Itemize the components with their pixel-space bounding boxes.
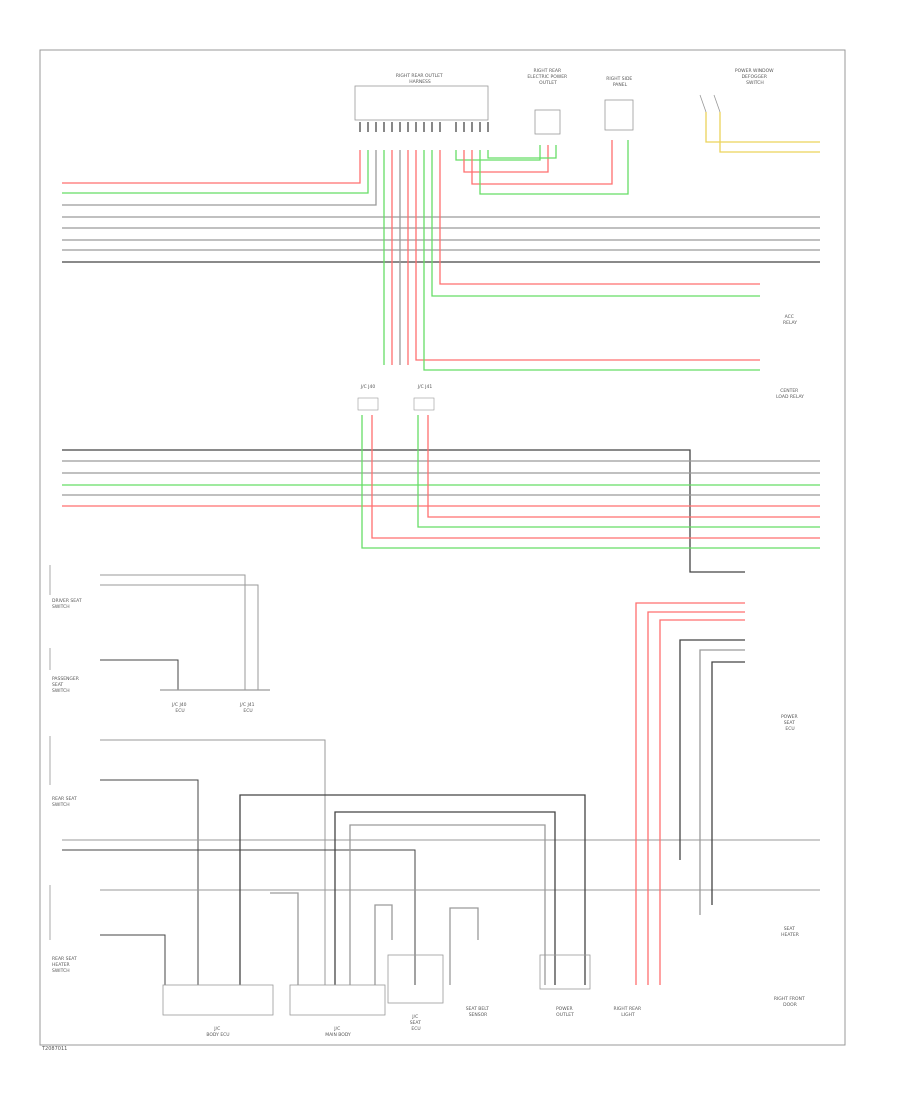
left-switch-label-line: DRIVER SEAT	[52, 598, 82, 604]
top-connector-3-label: RIGHT SIDE PANEL	[606, 76, 633, 88]
left-switch-label-line: REAR SEAT	[52, 956, 77, 962]
bottom-block-label-line: SEAT BELT	[466, 1006, 489, 1012]
top-main-connector-label: RIGHT REAR OUTLET HARNESS	[396, 73, 444, 85]
right-block-label-line: DOOR	[783, 1002, 797, 1008]
top-connector-4-label-line: POWER WINDOW	[735, 68, 774, 74]
mid-junction-j40: J/C J40	[357, 384, 379, 411]
top-main-connector-pins	[359, 122, 489, 132]
svg-text:REAR SEAT HEATER S: REAR SEAT HEATER SWITCH	[52, 956, 78, 974]
top-wire-group	[62, 112, 820, 371]
left-switch-label-line: REAR SEAT	[52, 796, 77, 802]
bottom-block-label-line: POWER	[556, 1006, 573, 1012]
bottom-block-box	[289, 984, 386, 1016]
top-main-connector-label-line: HARNESS	[409, 79, 431, 85]
right-block-label-line: SEAT	[784, 926, 795, 932]
svg-text:RIGHT REAR LIGHT: RIGHT REAR LIGHT	[613, 1006, 642, 1018]
left-switches	[49, 565, 820, 985]
svg-text:J/C J40 ECU: J/C J40 ECU	[171, 702, 188, 714]
right-label-line: ACC	[785, 314, 794, 320]
right-block-labels: POWER SEAT ECU SEAT HEATER RIGHT FRONT D…	[774, 714, 806, 1008]
mid-junction-label-line: ECU	[243, 708, 252, 714]
svg-text:DRIVER SEAT SWITCH: DRIVER SEAT SWITCH	[52, 598, 83, 610]
top-connector-4-label-line: DEFOGGER	[742, 74, 767, 80]
left-switch-label-line: HEATER	[52, 962, 70, 968]
diagram-frame	[39, 49, 846, 1046]
svg-text:SEAT HEATER: SEAT HEATER	[781, 926, 799, 938]
mid-junction-j40-label: J/C J40	[360, 384, 376, 390]
svg-text:J/C J41 ECU: J/C J41 ECU	[239, 702, 256, 714]
bottom-block-label-line: SEAT	[410, 1020, 421, 1026]
right-label-center: CENTER LOAD RELAY	[776, 388, 804, 400]
top-connector-2-label-line: ELECTRIC POWER	[527, 74, 567, 80]
bottom-block-label-line: J/C	[411, 1014, 418, 1020]
mid-junction-j41: J/C J41	[413, 384, 435, 411]
top-main-connector-label-line: RIGHT REAR OUTLET	[396, 73, 443, 79]
bottom-block-label-line: RIGHT REAR	[613, 1006, 641, 1012]
right-block-label-line: RIGHT FRONT	[774, 996, 805, 1002]
left-switch-label-line: SWITCH	[52, 688, 70, 694]
bottom-block-label-line: ECU	[411, 1026, 420, 1032]
svg-text:J/C BODY ECU: J/C BODY ECU	[206, 1026, 229, 1038]
top-connector-3-label-line: RIGHT SIDE	[606, 76, 632, 82]
svg-text:PASSENGER SEAT SWI: PASSENGER SEAT SWITCH	[52, 676, 80, 694]
left-switch-label-line: SWITCH	[52, 802, 70, 808]
top-connector-2: RIGHT REAR ELECTRIC POWER OUTLET	[527, 68, 568, 135]
svg-text:CENTER LOAD RELAY: CENTER LOAD RELAY	[776, 388, 804, 400]
right-label-line: RELAY	[783, 320, 797, 326]
bottom-block-label-line: MAIN BODY	[325, 1032, 351, 1038]
bottom-block-label-line: OUTLET	[556, 1012, 574, 1018]
top-main-connector: RIGHT REAR OUTLET HARNESS	[354, 73, 489, 121]
left-switch-labels: DRIVER SEAT SWITCH PASSENGER SEAT SWITCH…	[52, 598, 83, 974]
right-block-label-line: SEAT	[784, 720, 795, 726]
top-connector-4-label-line: SWITCH	[746, 80, 764, 86]
mid-junction-labels: J/C J40 ECU J/C J41 ECU	[160, 689, 270, 714]
top-connector-3-label-line: PANEL	[613, 82, 628, 88]
bottom-block-label-line: SENSOR	[469, 1012, 488, 1018]
top-connector-2-label: RIGHT REAR ELECTRIC POWER OUTLET	[527, 68, 568, 86]
bottom-block-label-line: J/C	[213, 1026, 220, 1032]
bottom-block-box	[539, 954, 591, 990]
bottom-block-label-line: J/C	[333, 1026, 340, 1032]
left-switch-label-line: PASSENGER	[52, 676, 79, 682]
svg-text:POWER OUTLET: POWER OUTLET	[556, 1006, 574, 1018]
top-connector-4-label: POWER WINDOW DEFOGGER SWITCH	[735, 68, 775, 86]
svg-text:RIGHT FRONT DOOR: RIGHT FRONT DOOR	[774, 996, 806, 1008]
svg-text:REAR SEAT SWITCH: REAR SEAT SWITCH	[52, 796, 78, 808]
bottom-block-label-line: LIGHT	[621, 1012, 635, 1018]
svg-text:J/C SEAT ECU: J/C SEAT ECU	[410, 1014, 423, 1032]
mid-wire-group	[62, 415, 820, 573]
bottom-block-label-line: BODY ECU	[206, 1032, 229, 1038]
bottom-blocks	[162, 954, 591, 1016]
mid-junction-label-line: ECU	[175, 708, 184, 714]
top-connector-4: POWER WINDOW DEFOGGER SWITCH	[699, 68, 775, 113]
right-label-acc: ACC RELAY	[783, 314, 797, 326]
footer-id: T2087011	[41, 1046, 67, 1052]
bottom-wire-group	[239, 602, 745, 985]
top-connector-2-label-line: RIGHT REAR	[533, 68, 561, 74]
bottom-block-box	[162, 984, 274, 1016]
svg-text:ACC RELAY: ACC RELAY	[783, 314, 797, 326]
right-block-label-line: ECU	[785, 726, 794, 732]
right-label-line: LOAD RELAY	[776, 394, 804, 400]
svg-text:J/C MAIN BODY: J/C MAIN BODY	[325, 1026, 351, 1038]
top-connector-3: RIGHT SIDE PANEL	[604, 76, 634, 131]
left-switch-label-line: SWITCH	[52, 968, 70, 974]
right-label-line: CENTER	[780, 388, 798, 394]
svg-text:SEAT BELT SENSOR: SEAT BELT SENSOR	[466, 1006, 491, 1018]
top-connector-2-label-line: OUTLET	[539, 80, 557, 86]
bottom-block-labels: J/C BODY ECU J/C MAIN BODY J/C SEAT ECU …	[206, 1006, 642, 1038]
right-block-label-line: HEATER	[781, 932, 799, 938]
mid-junction-j41-label: J/C J41	[417, 384, 433, 390]
left-switch-label-line: SWITCH	[52, 604, 70, 610]
right-block-label-line: POWER	[781, 714, 798, 720]
mid-junction-label-line: J/C J41	[239, 702, 255, 708]
mid-junction-label-line: J/C J40	[171, 702, 187, 708]
svg-text:POWER SEAT ECU: POWER SEAT ECU	[781, 714, 799, 732]
left-switch-label-line: SEAT	[52, 682, 63, 688]
bottom-block-box	[387, 954, 444, 1004]
